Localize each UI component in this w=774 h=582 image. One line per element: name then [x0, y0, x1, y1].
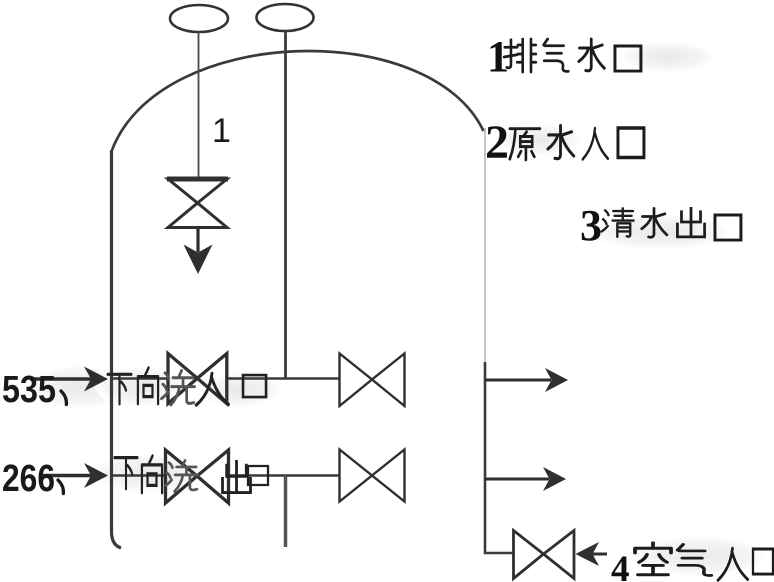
svg-text:535: 535	[2, 369, 56, 411]
svg-text:4: 4	[611, 549, 630, 582]
svg-text:1: 1	[487, 32, 509, 81]
svg-text:266: 266	[2, 458, 55, 500]
svg-text:3: 3	[580, 201, 602, 250]
svg-text:1: 1	[212, 112, 231, 150]
svg-text:2: 2	[485, 116, 509, 169]
